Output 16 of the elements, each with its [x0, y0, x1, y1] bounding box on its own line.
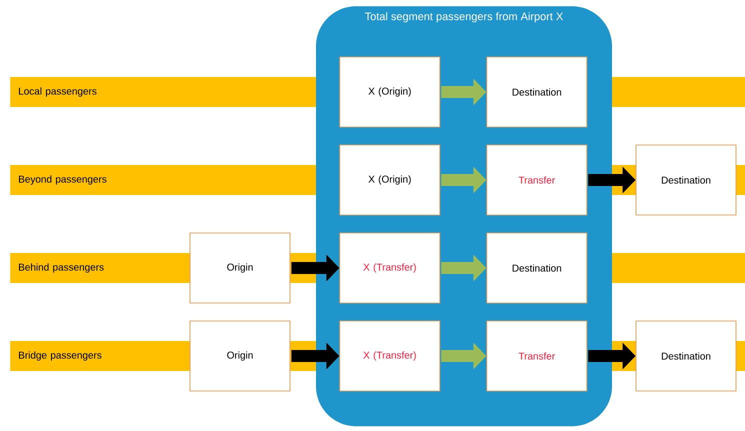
process-box: Transfer [486, 144, 588, 216]
process-box: X (Transfer) [339, 232, 440, 304]
process-box: Transfer [486, 320, 588, 392]
band-label: Behind passengers [10, 253, 186, 283]
process-box: X (Origin) [339, 56, 440, 128]
process-box: Destination [486, 56, 588, 128]
band-label: Local passengers [10, 77, 186, 107]
process-box: Destination [636, 144, 736, 216]
band-label: Bridge passengers [10, 341, 186, 371]
process-box: Origin [190, 320, 290, 392]
band-label: Beyond passengers [10, 165, 186, 195]
process-box: Destination [636, 320, 736, 392]
process-box: Destination [486, 232, 588, 304]
process-box: X (Transfer) [339, 320, 440, 392]
process-box: Origin [190, 232, 290, 304]
process-box: X (Origin) [339, 144, 440, 216]
